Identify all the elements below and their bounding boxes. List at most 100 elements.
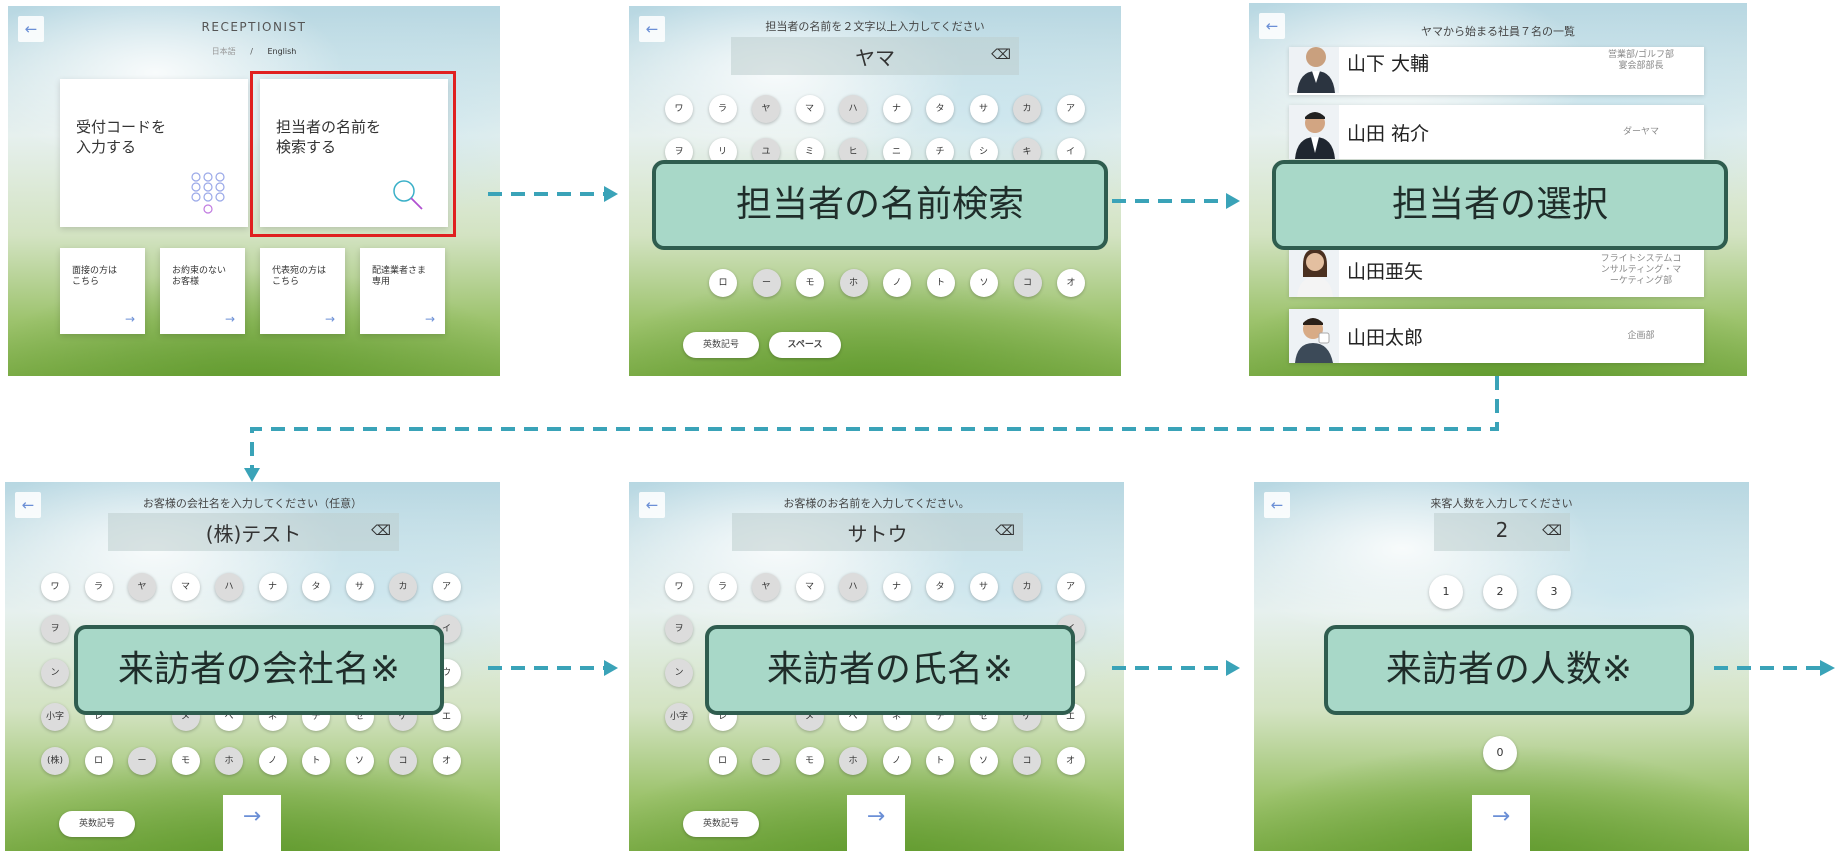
name-input[interactable]: ヤマ ⌫ (731, 37, 1019, 75)
kana-key[interactable]: コ (1013, 747, 1041, 775)
kana-key[interactable]: ホ (839, 747, 867, 775)
numpad-key-2[interactable]: 2 (1483, 575, 1517, 609)
kana-key[interactable]: ソ (345, 747, 374, 775)
delivery-card[interactable]: 配達業者さま 専用 → (360, 248, 445, 334)
alnum-symbol-button[interactable]: 英数記号 (683, 811, 759, 837)
kana-key[interactable]: カ (1013, 95, 1041, 123)
kana-key[interactable]: ア (1056, 573, 1085, 601)
kana-key[interactable]: (株) (41, 747, 69, 775)
kana-key[interactable]: ワ (665, 573, 693, 601)
search-name-card[interactable]: 担当者の名前を 検索する (260, 79, 448, 227)
backspace-icon[interactable]: ⌫ (1542, 523, 1562, 539)
back-arrow-icon[interactable]: ← (1264, 492, 1290, 518)
kana-key[interactable]: ー (128, 747, 156, 775)
kana-key[interactable]: ハ (839, 95, 867, 123)
space-button[interactable]: スペース (769, 332, 841, 358)
kana-key[interactable]: ト (302, 747, 330, 775)
kana-key[interactable]: ナ (882, 95, 911, 123)
kana-key[interactable]: ア (432, 573, 461, 601)
kana-key[interactable]: カ (1013, 573, 1041, 601)
kana-key[interactable]: ワ (41, 573, 69, 601)
kana-key[interactable]: マ (795, 573, 824, 601)
kana-key[interactable]: オ (1056, 747, 1085, 775)
kana-key[interactable]: ナ (882, 573, 911, 601)
kana-key[interactable]: 小字 (665, 703, 693, 731)
kana-key[interactable]: ソ (969, 747, 998, 775)
back-arrow-icon[interactable]: ← (18, 16, 44, 42)
numpad-key-1[interactable]: 1 (1429, 575, 1463, 609)
back-arrow-icon[interactable]: ← (639, 492, 665, 518)
company-input[interactable]: (株)テスト ⌫ (108, 513, 399, 551)
kana-key[interactable]: タ (926, 573, 954, 601)
kana-key[interactable]: ア (1056, 95, 1085, 123)
kana-key[interactable]: オ (432, 747, 461, 775)
alnum-symbol-button[interactable]: 英数記号 (59, 811, 135, 837)
kana-key[interactable]: ロ (709, 269, 737, 297)
kana-key[interactable]: ハ (215, 573, 243, 601)
kana-key[interactable]: サ (345, 573, 374, 601)
staff-row[interactable]: 山下 大輔 営業部/ゴルフ部 宴会部部長 (1289, 47, 1704, 95)
kana-key[interactable]: ノ (883, 269, 911, 297)
kana-key[interactable]: マ (795, 95, 824, 123)
staff-row[interactable]: 山田太郎 企画部 (1289, 309, 1704, 363)
kana-key[interactable]: ノ (258, 747, 287, 775)
kana-key[interactable]: ヲ (665, 615, 693, 643)
kana-key[interactable]: ヤ (128, 573, 156, 601)
kana-key[interactable]: コ (1013, 269, 1042, 297)
kana-key[interactable]: モ (796, 269, 824, 297)
enter-code-card[interactable]: 受付コードを 入力する (60, 79, 248, 227)
visitor-count-input[interactable]: 2 ⌫ (1434, 513, 1570, 551)
kana-key[interactable]: ノ (882, 747, 911, 775)
kana-key[interactable]: ト (926, 269, 955, 297)
back-arrow-icon[interactable]: ← (1259, 13, 1285, 39)
kana-key[interactable]: モ (171, 747, 200, 775)
kana-key[interactable]: ー (752, 269, 781, 297)
alnum-symbol-button[interactable]: 英数記号 (683, 332, 759, 358)
kana-key[interactable]: ン (41, 659, 69, 687)
kana-key[interactable]: サ (969, 95, 998, 123)
next-button[interactable]: → (223, 795, 281, 851)
kana-key[interactable]: ナ (258, 573, 287, 601)
kana-key[interactable]: 小字 (41, 703, 69, 731)
backspace-icon[interactable]: ⌫ (995, 523, 1015, 539)
numpad-key-3[interactable]: 3 (1537, 575, 1571, 609)
kana-key[interactable]: ロ (708, 747, 737, 775)
backspace-icon[interactable]: ⌫ (371, 523, 391, 539)
interview-card[interactable]: 面接の方は こちら → (60, 248, 145, 334)
staff-row[interactable]: 山田 祐介 ダーヤマ (1289, 105, 1704, 159)
visitor-name-input[interactable]: サトウ ⌫ (732, 513, 1023, 551)
staff-row[interactable]: 山田亜矢 フライトシステムコ ンサルティング・マ ーケティング部 (1289, 243, 1704, 297)
kana-key[interactable]: タ (926, 95, 954, 123)
next-button[interactable]: → (847, 795, 905, 851)
representative-card[interactable]: 代表宛の方は こちら → (260, 248, 345, 334)
kana-key[interactable]: ト (926, 747, 954, 775)
back-arrow-icon[interactable]: ← (639, 16, 665, 42)
kana-key[interactable]: オ (1057, 269, 1085, 297)
kana-key[interactable]: タ (302, 573, 330, 601)
kana-key[interactable]: ソ (970, 269, 998, 297)
kana-key[interactable]: ヤ (752, 95, 780, 123)
kana-key[interactable]: ラ (708, 573, 737, 601)
kana-key[interactable]: ロ (84, 747, 113, 775)
kana-key[interactable]: マ (171, 573, 200, 601)
backspace-icon[interactable]: ⌫ (991, 47, 1011, 63)
kana-key[interactable]: ワ (665, 95, 693, 123)
kana-key[interactable]: ハ (839, 573, 867, 601)
kana-key[interactable]: ヤ (752, 573, 780, 601)
kana-key[interactable]: ホ (839, 269, 868, 297)
kana-key[interactable]: ラ (708, 95, 737, 123)
kana-key[interactable]: ラ (84, 573, 113, 601)
kana-key[interactable]: モ (795, 747, 824, 775)
kana-key[interactable]: ー (752, 747, 780, 775)
kana-key[interactable]: カ (389, 573, 417, 601)
kana-key[interactable]: サ (969, 573, 998, 601)
no-appointment-card[interactable]: お約束のない お客様 → (160, 248, 245, 334)
kana-key[interactable]: ヲ (41, 615, 69, 643)
kana-key[interactable]: ン (665, 659, 693, 687)
kana-key[interactable]: ホ (215, 747, 243, 775)
next-button[interactable]: → (1472, 795, 1530, 851)
kana-key[interactable]: コ (389, 747, 417, 775)
numpad-key-0[interactable]: 0 (1483, 736, 1517, 770)
lang-english[interactable]: English (267, 47, 297, 56)
lang-japanese[interactable]: 日本語 (211, 47, 236, 56)
